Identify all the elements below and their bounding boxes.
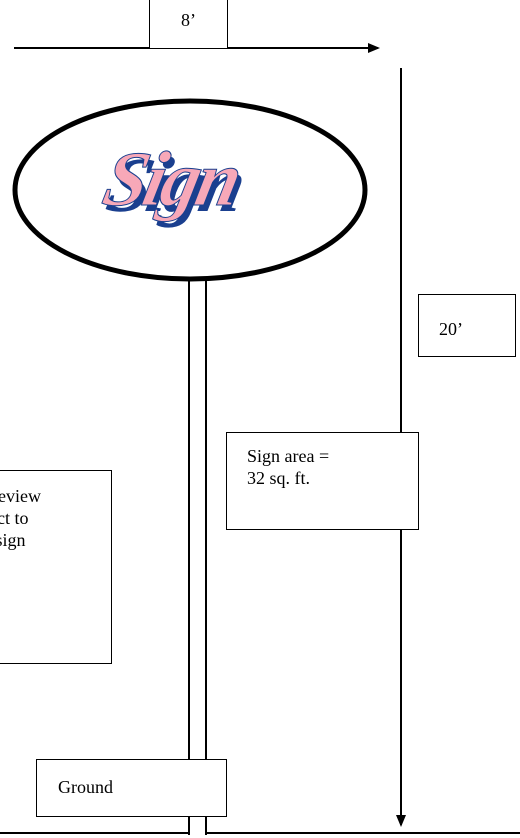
height-label-box: 20’ [418,294,516,357]
review-note: Review rict to l sign [0,470,112,664]
height-label: 20’ [439,319,463,339]
svg-text:Sign: Sign [100,143,250,229]
width-label: 8’ [181,10,196,30]
sign-area-text: Sign area = 32 sq. ft. [247,446,330,488]
ground-label-box: Ground [36,759,227,817]
sign-post [188,280,207,835]
sign-logo: Sign Sign [96,136,250,229]
ground-label: Ground [58,777,113,797]
width-label-box: 8’ [149,0,228,49]
review-note-text: Review rict to l sign [0,486,41,550]
sign-area-note: Sign area = 32 sq. ft. [226,432,419,530]
svg-text:Sign: Sign [96,137,246,223]
sign-oval [12,98,368,282]
